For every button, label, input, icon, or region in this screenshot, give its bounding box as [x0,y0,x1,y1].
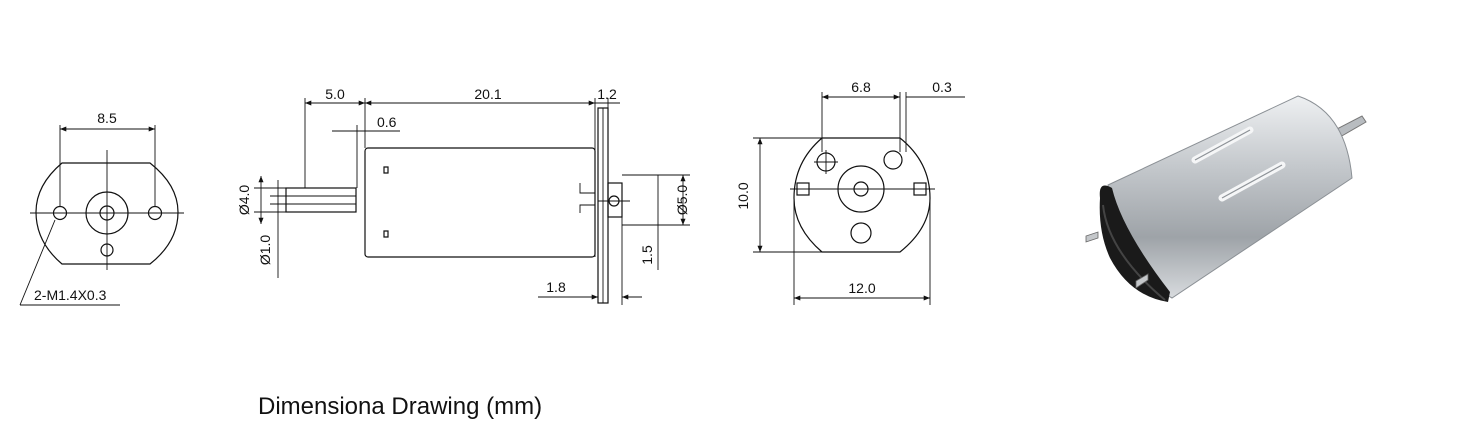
front-view: 8.5 2-M1.4X0.3 [19,110,184,306]
side-flange-thickness: 1.2 [597,86,617,102]
rear-view: 6.8 0.3 10.0 12.0 [735,79,965,305]
motor-product-photo [1085,95,1367,302]
side-view: 5.0 20.1 1.2 0.6 Ø4.0 Ø1.0 Ø5.0 1.5 1.8 [236,86,690,305]
rear-width: 12.0 [848,280,875,296]
side-shaft-dia: Ø1.0 [257,235,273,266]
side-body-length: 20.1 [474,86,501,102]
side-gap-label: 0.6 [377,114,397,130]
drawing-caption: Dimensiona Drawing (mm) [258,393,543,420]
front-hole-label: 2-M1.4X0.3 [34,287,107,303]
side-rear-boss-dia: Ø5.0 [674,185,690,216]
side-housing-dia: Ø4.0 [236,185,252,216]
rear-offset: 0.3 [932,79,952,95]
side-rear-length: 1.8 [546,279,566,295]
side-shaft-length: 5.0 [325,86,345,102]
front-width-label: 8.5 [97,110,117,126]
rear-hole-spacing: 6.8 [851,79,871,95]
side-rear-offset: 1.5 [639,245,655,265]
rear-height: 10.0 [735,182,751,209]
